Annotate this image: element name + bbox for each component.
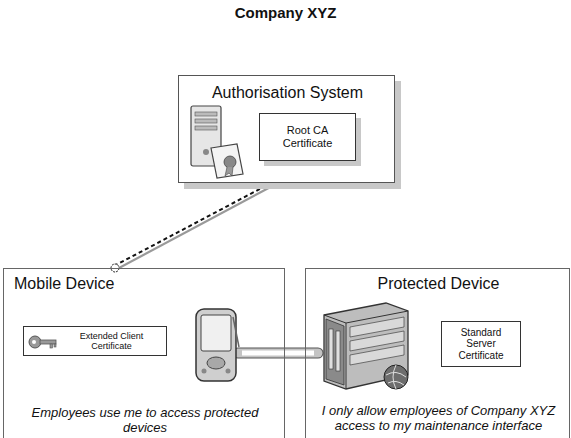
certificate-box: Extended Client Certificate (23, 326, 167, 356)
server-icon (185, 104, 251, 180)
certificate-box: Standard Server Certificate (441, 321, 521, 367)
key-icon (28, 333, 58, 351)
server-rack-icon (316, 297, 416, 397)
link-tube (242, 351, 314, 356)
cloud-region: Company XYZ Authorisation SystemRoot CA … (0, 0, 571, 250)
link-tube (238, 348, 318, 359)
certificate-label: Extended Client Certificate (60, 331, 163, 352)
link-line (119, 183, 278, 268)
cloud-title: Company XYZ (0, 4, 571, 21)
phone-icon (193, 307, 241, 383)
connector (238, 353, 318, 354)
connector (111, 179, 280, 273)
box-title: Authorisation System (179, 84, 396, 102)
panel-caption: Employees use me to access protected dev… (10, 406, 280, 436)
certificate-label: Standard Server Certificate (446, 327, 516, 362)
device-panel: Protected Device I only allow employees o… (305, 268, 570, 438)
device-panel: Mobile DeviceEmployees use me to access … (3, 268, 285, 438)
link-tube (238, 349, 318, 358)
panel-title: Mobile Device (14, 275, 274, 293)
system-box: Authorisation SystemRoot CA Certificate (178, 75, 395, 183)
link-line (114, 182, 273, 266)
certificate-box: Root CA Certificate (259, 113, 356, 161)
panel-title: Protected Device (306, 275, 571, 293)
certificate-label: Root CA Certificate (264, 124, 351, 149)
panel-caption: I only allow employees of Company XYZ ac… (310, 404, 567, 434)
